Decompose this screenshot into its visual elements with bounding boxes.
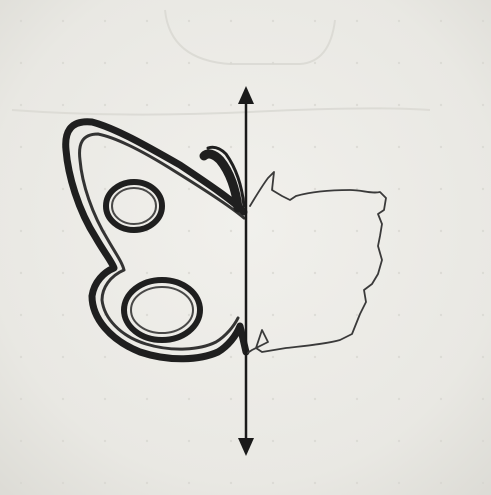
photo [0,0,491,495]
photo-canvas [0,0,491,495]
